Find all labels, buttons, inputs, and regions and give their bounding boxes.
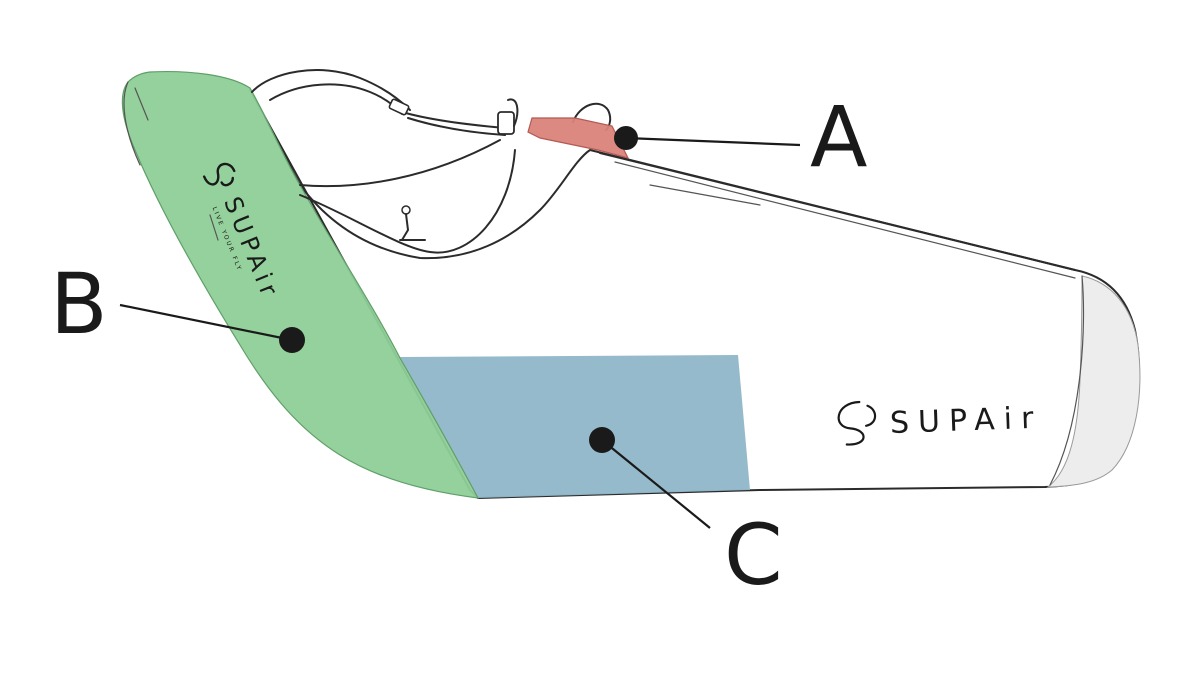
callout-a-label: A bbox=[810, 88, 867, 186]
region-b-rear-section bbox=[121, 71, 480, 499]
region-a-top-connector bbox=[527, 102, 630, 159]
callout-c-dot bbox=[589, 427, 615, 453]
buckle bbox=[388, 98, 410, 116]
logo-side-text: SUPAir bbox=[889, 401, 1043, 441]
buckle bbox=[497, 111, 515, 135]
callout-a: A bbox=[614, 88, 867, 186]
region-a-fill bbox=[527, 117, 630, 159]
callout-b: B bbox=[50, 255, 305, 353]
shoulder-straps bbox=[251, 69, 519, 254]
footrest-cap bbox=[1046, 275, 1141, 488]
harness-body bbox=[249, 89, 1141, 499]
pilot-pictogram bbox=[399, 205, 426, 241]
supair-swirl-icon bbox=[837, 400, 877, 446]
callout-b-label: B bbox=[50, 255, 108, 353]
supair-logo-side: SUPAir bbox=[837, 400, 1043, 446]
callout-b-dot bbox=[279, 327, 305, 353]
callout-c: C bbox=[589, 427, 783, 604]
pod-top-edge bbox=[599, 152, 1076, 271]
callout-c-label: C bbox=[724, 506, 783, 604]
leg-strap bbox=[299, 139, 501, 188]
callout-a-dot bbox=[614, 126, 638, 150]
supair-swirl-icon bbox=[202, 162, 236, 187]
region-c-side-pocket bbox=[398, 355, 750, 498]
